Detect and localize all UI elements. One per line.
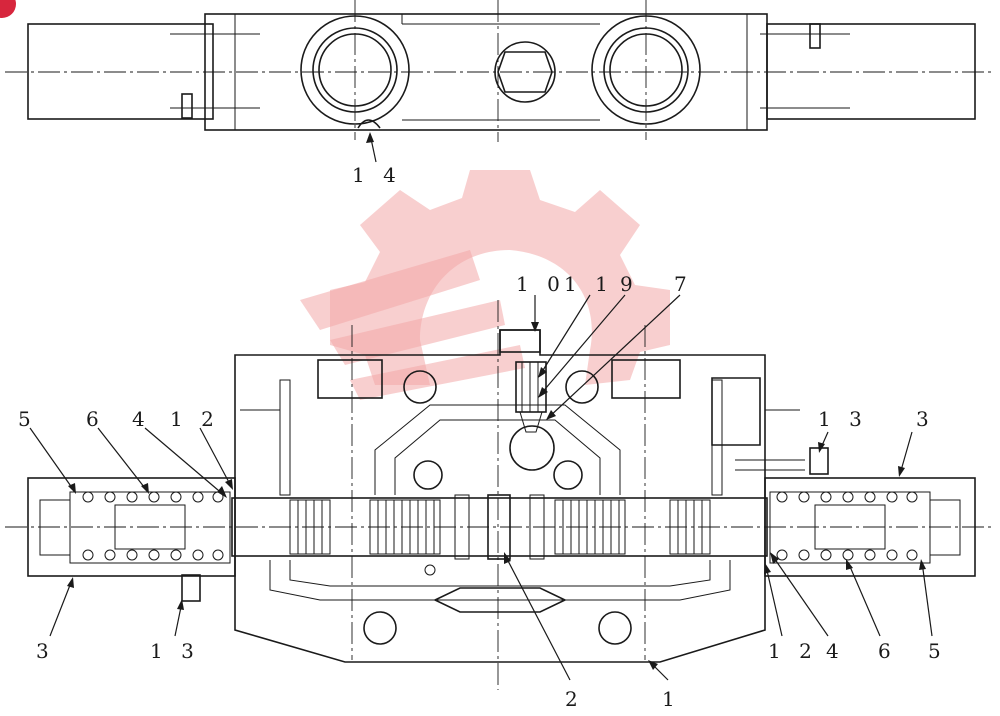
callout-3-left: 3 (36, 639, 55, 663)
callout-9: 9 (620, 272, 639, 296)
watermark-logo (300, 170, 670, 400)
top-view (5, 0, 995, 142)
callout-12-right: 1 2 (768, 639, 818, 663)
callout-10: 1 0 (516, 272, 566, 296)
callout-12-left: 1 2 (170, 407, 220, 431)
callout-5-left: 5 (18, 407, 37, 431)
right-spring (776, 491, 918, 561)
callout-2: 2 (565, 687, 584, 711)
callout-1: 1 (662, 687, 681, 711)
callout-6-left: 6 (86, 407, 105, 431)
callout-13-left: 1 3 (150, 639, 200, 663)
leader-lines (29, 132, 933, 681)
callout-7: 7 (674, 272, 693, 296)
callout-4-left: 4 (132, 407, 151, 431)
callout-labels: 1 4 1 0 1 1 9 7 5 6 4 1 2 1 3 3 3 1 3 2 … (18, 163, 947, 711)
corner-badge (0, 0, 16, 18)
callout-14-top: 1 4 (352, 163, 402, 187)
callout-4-right: 4 (826, 639, 845, 663)
left-spring (82, 491, 224, 561)
callout-13-right: 1 3 (818, 407, 868, 431)
spool-lands (289, 494, 711, 560)
callout-6-right: 6 (878, 639, 897, 663)
callout-11: 1 1 (564, 272, 614, 296)
section-view (5, 300, 995, 690)
callout-5-right: 5 (928, 639, 947, 663)
callout-3-right: 3 (916, 407, 935, 431)
